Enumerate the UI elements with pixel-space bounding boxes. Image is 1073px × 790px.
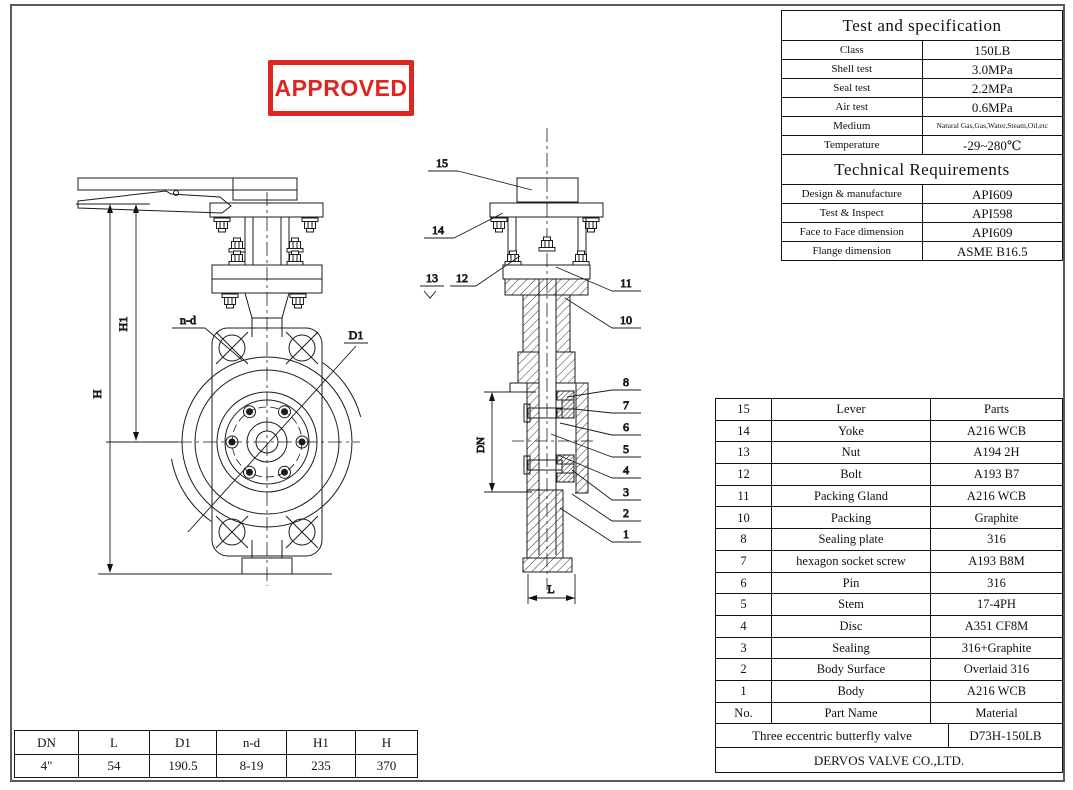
label-D1: D1 <box>187 328 368 533</box>
dimension-table: DN L D1 n-d H1 H 4" 54 190.5 8-19 235 37… <box>14 730 418 778</box>
callout-11: 11 <box>620 276 632 290</box>
dim-label-H1: H1 <box>116 317 130 332</box>
dimension-H: H <box>76 203 150 573</box>
dim-value: 190.5 <box>149 753 217 778</box>
callout-12: 12 <box>456 271 468 285</box>
dimension-DN: DN <box>475 391 536 493</box>
drawing-sheet-border <box>10 4 1065 782</box>
callout-5: 5 <box>623 442 629 456</box>
foot-flange <box>522 557 573 573</box>
callout-15: 15 <box>436 156 448 170</box>
packing-gland <box>502 264 591 280</box>
lever-handle <box>77 177 298 214</box>
yoke <box>209 202 324 266</box>
spec-row-value: 3.0MPa <box>921 59 1063 79</box>
callout-6: 6 <box>623 420 629 434</box>
tech-row-value: ASME B16.5 <box>921 241 1063 261</box>
approved-stamp-label: APPROVED <box>274 74 408 101</box>
approved-stamp: APPROVED <box>268 60 414 116</box>
spec-row-value: -29~280℃ <box>921 135 1063 155</box>
part-material: A216 WCB <box>930 419 1063 443</box>
bottom-foot <box>98 540 332 575</box>
neck <box>505 294 588 384</box>
callout-3: 3 <box>623 485 629 499</box>
seal-stack-upper <box>556 390 575 419</box>
dim-value: 8-19 <box>216 753 287 778</box>
callouts-left: 15 14 13 12 <box>420 156 533 299</box>
callout-13: 13 <box>426 271 438 285</box>
callout-4: 4 <box>623 463 629 477</box>
nd-label-text: n-d <box>180 313 196 327</box>
part-name: Packing <box>771 506 931 530</box>
callout-7: 7 <box>623 398 629 412</box>
callout-2: 2 <box>623 506 629 520</box>
product-model: D73H-150LB <box>948 723 1063 749</box>
dimension-L: L <box>527 574 576 604</box>
part-material: A193 B8M <box>930 549 1063 573</box>
tech-table-title: Technical Requirements <box>781 154 1063 185</box>
company-name: DERVOS VALVE CO.,LTD. <box>715 747 1063 774</box>
lug-hole <box>285 515 319 549</box>
part-no: 12 <box>715 463 772 486</box>
neck-flange <box>211 264 323 337</box>
callout-10: 10 <box>620 313 632 327</box>
dim-header: D1 <box>149 730 217 755</box>
dim-header: L <box>78 730 150 755</box>
part-no: 13 <box>715 441 772 465</box>
lever-block <box>516 177 579 203</box>
tech-row-value: API609 <box>921 184 1063 204</box>
disc-bolts <box>225 405 309 479</box>
part-name: Part Name <box>771 701 931 725</box>
dim-label-H: H <box>90 389 104 398</box>
dim-label-DN: DN <box>475 437 487 453</box>
dim-label-L: L <box>547 582 554 596</box>
part-material: 316+Graphite <box>930 636 1063 660</box>
d1-label-text: D1 <box>349 328 364 342</box>
part-name: Packing Gland <box>771 484 931 508</box>
label-n-d: n-d <box>172 313 243 361</box>
dim-value: 370 <box>355 753 418 778</box>
dim-value: 4" <box>14 753 79 778</box>
dim-value: 235 <box>286 753 356 778</box>
dim-value: 54 <box>78 753 150 778</box>
seal-stack-lower <box>556 454 575 483</box>
callout-1: 1 <box>623 527 629 541</box>
callout-14: 14 <box>432 223 444 237</box>
technical-requirements-table: Technical Requirements Design & manufact… <box>781 154 1063 261</box>
lug-hole <box>215 515 249 549</box>
dim-header: n-d <box>216 730 287 755</box>
dim-header: DN <box>14 730 79 755</box>
part-no: 15 <box>715 398 772 421</box>
callouts-right: 11 10 8 7 6 5 4 3 2 1 <box>550 266 641 543</box>
tech-row-value: API609 <box>921 222 1063 242</box>
spec-row-value: 2.2MPa <box>921 78 1063 98</box>
yoke-plate <box>489 202 604 218</box>
valve-body-plate <box>211 327 323 557</box>
part-material: A351 CF8M <box>930 614 1063 638</box>
title-block: Three eccentric butterfly valve D73H-150… <box>715 723 1063 774</box>
body-section <box>509 382 589 573</box>
spec-table-title: Test and specification <box>781 10 1063 41</box>
front-view: H H1 n-d D1 <box>76 177 368 586</box>
lug-hole <box>215 331 249 365</box>
callout-8: 8 <box>623 375 629 389</box>
lug-hole <box>285 331 319 365</box>
section-view: DN L 15 14 13 12 11 10 <box>420 128 641 604</box>
gland-hatch <box>504 278 589 296</box>
dimension-H1: H1 <box>106 204 178 443</box>
